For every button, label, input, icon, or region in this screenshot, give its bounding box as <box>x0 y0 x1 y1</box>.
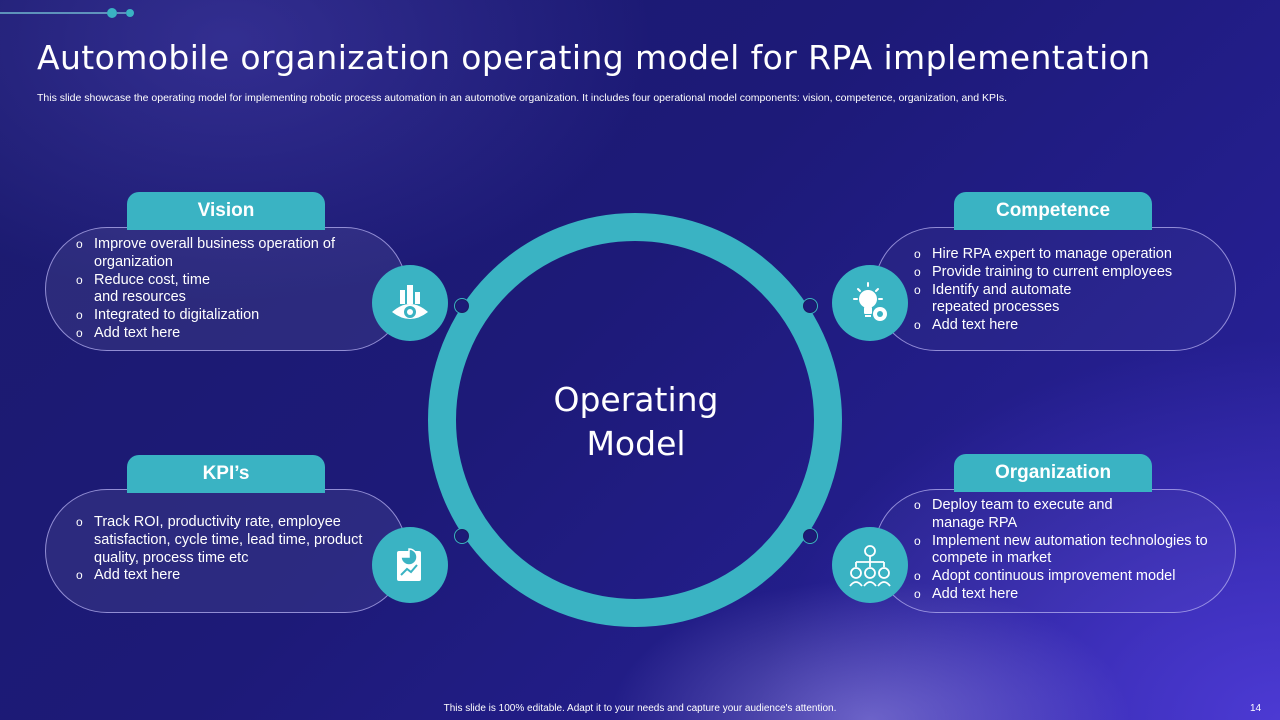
vision-list: Improve overall business operation of or… <box>76 236 356 343</box>
center-label: Operating Model <box>500 378 772 466</box>
list-item: Deploy team to execute and manage RPA <box>914 497 1124 533</box>
organization-header: Organization <box>954 454 1152 492</box>
footer-note: This slide is 100% editable. Adapt it to… <box>443 703 837 714</box>
organization-icon-circle <box>832 527 908 603</box>
list-item: Track ROI, productivity rate, employee s… <box>76 514 366 567</box>
list-item: Add text here <box>914 317 1204 335</box>
vision-header: Vision <box>127 192 325 230</box>
connector-dot-competence <box>803 299 817 313</box>
vision-icon-circle <box>372 265 448 341</box>
center-label-line1: Operating <box>553 380 719 419</box>
org-hierarchy-icon <box>849 545 891 587</box>
competence-list: Hire RPA expert to manage operation Prov… <box>914 246 1204 335</box>
list-item: Implement new automation technologies to… <box>914 533 1214 569</box>
page-subtitle: This slide showcase the operating model … <box>37 92 1008 104</box>
list-item: Hire RPA expert to manage operation <box>914 246 1204 264</box>
organization-list: Deploy team to execute and manage RPA Im… <box>914 497 1214 604</box>
list-item: Reduce cost, time and resources <box>76 272 226 308</box>
report-chart-icon <box>397 548 421 581</box>
lightbulb-gear-icon <box>853 282 887 321</box>
list-item: Add text here <box>76 567 366 585</box>
connector-dot-vision <box>455 299 469 313</box>
list-item: Add text here <box>76 325 356 343</box>
connector-dot-kpis <box>455 529 469 543</box>
list-item: Integrated to digitalization <box>76 307 356 325</box>
connector-dot-organization <box>803 529 817 543</box>
list-item: Provide training to current employees <box>914 264 1204 282</box>
competence-icon-circle <box>832 265 908 341</box>
vision-eye-buildings-icon <box>392 285 428 319</box>
kpis-icon-circle <box>372 527 448 603</box>
center-label-line2: Model <box>586 424 686 463</box>
decorative-line <box>0 8 134 18</box>
list-item: Improve overall business operation of or… <box>76 236 356 272</box>
page-number: 14 <box>1250 703 1262 714</box>
list-item: Adopt continuous improvement model <box>914 568 1214 586</box>
kpis-list: Track ROI, productivity rate, employee s… <box>76 514 366 585</box>
competence-header: Competence <box>954 192 1152 230</box>
kpis-header: KPI’s <box>127 455 325 493</box>
list-item: Identify and automate repeated processes <box>914 282 1084 318</box>
list-item: Add text here <box>914 586 1214 604</box>
page-title: Automobile organization operating model … <box>37 38 1151 77</box>
